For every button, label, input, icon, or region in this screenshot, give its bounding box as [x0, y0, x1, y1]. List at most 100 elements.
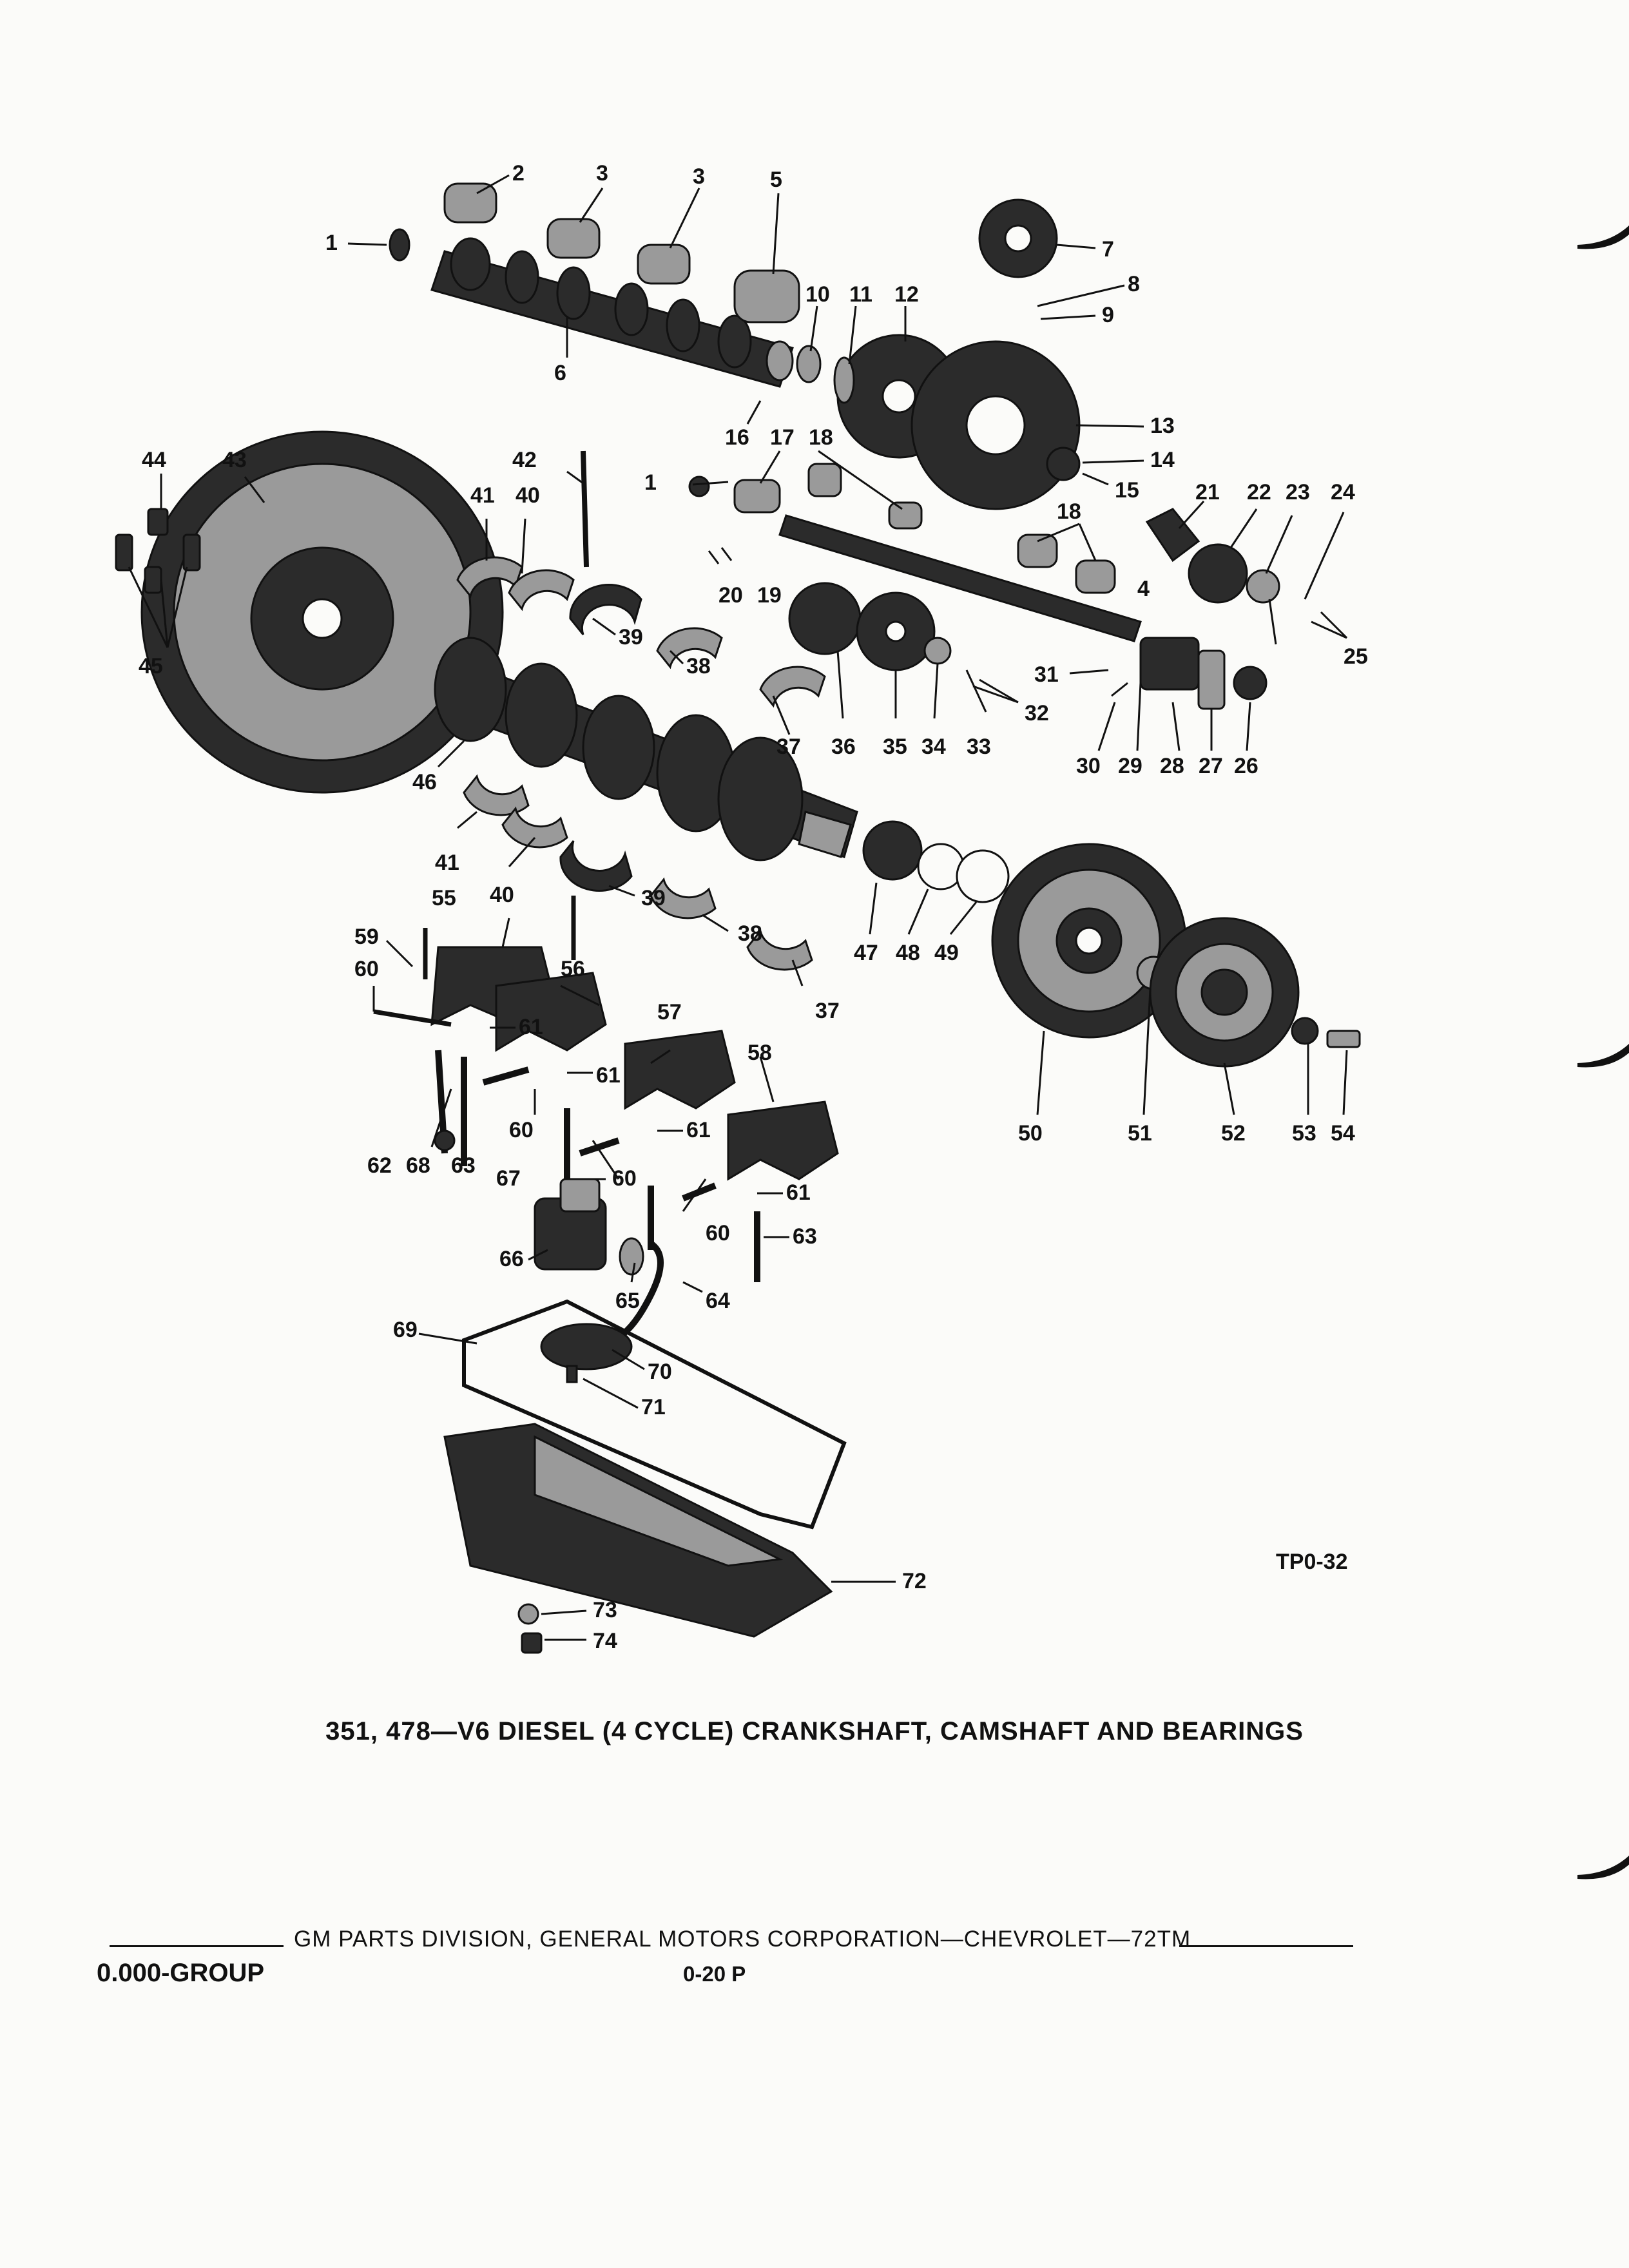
- callout-61: 61: [519, 1015, 543, 1039]
- callout-52: 52: [1221, 1121, 1246, 1146]
- callout-30: 30: [1076, 754, 1101, 778]
- group-label: 0.000-GROUP: [97, 1959, 265, 1987]
- callout-53: 53: [1292, 1121, 1316, 1146]
- callout-5: 5: [770, 168, 782, 192]
- callout-15: 15: [1115, 478, 1139, 503]
- callout-2: 2: [512, 161, 525, 186]
- callout-11: 11: [849, 282, 872, 307]
- figure-code: TP0-32: [1276, 1550, 1348, 1574]
- footer-rule-left: [110, 1945, 284, 1947]
- callout-4: 4: [1137, 577, 1150, 601]
- camshaft-illustration: [430, 237, 794, 388]
- callout-29: 29: [1118, 754, 1142, 778]
- callout-71: 71: [641, 1395, 666, 1419]
- callout-20: 20: [718, 583, 743, 608]
- footer-corporation: GM PARTS DIVISION, GENERAL MOTORS CORPOR…: [294, 1927, 1191, 1952]
- callout-21: 21: [1195, 480, 1220, 505]
- callout-72: 72: [902, 1569, 927, 1593]
- callout-60: 60: [706, 1221, 730, 1245]
- callout-64: 64: [706, 1289, 730, 1313]
- callout-51: 51: [1128, 1121, 1152, 1146]
- callout-37: 37: [776, 735, 801, 759]
- callout-55: 55: [432, 886, 456, 910]
- callout-65: 65: [615, 1289, 640, 1313]
- callout-35: 35: [883, 735, 907, 759]
- camshaft-bearings-illustration: [389, 182, 800, 323]
- idler-shaft-illustration: [688, 463, 1142, 642]
- callout-25: 25: [1344, 644, 1368, 669]
- callout-45: 45: [139, 654, 163, 678]
- callout-24: 24: [1331, 480, 1355, 505]
- callout-32: 32: [1025, 701, 1049, 726]
- callout-41: 41: [470, 483, 495, 508]
- callout-61: 61: [786, 1180, 811, 1205]
- callout-68: 68: [406, 1153, 430, 1178]
- callout-38: 38: [738, 921, 762, 946]
- callout-16: 16: [725, 425, 749, 450]
- callout-50: 50: [1018, 1121, 1043, 1146]
- callout-60: 60: [612, 1166, 637, 1191]
- callout-57: 57: [657, 1000, 682, 1024]
- callout-22: 22: [1247, 480, 1271, 505]
- callout-38: 38: [686, 654, 711, 678]
- callout-67: 67: [496, 1166, 521, 1191]
- callout-1: 1: [325, 231, 338, 255]
- callout-74: 74: [593, 1629, 617, 1653]
- callout-60: 60: [354, 957, 379, 981]
- callout-13: 13: [1150, 414, 1175, 438]
- callout-49: 49: [934, 941, 959, 965]
- callout-63: 63: [793, 1224, 817, 1249]
- binder-hole-mark-bottom: [1577, 1856, 1629, 1879]
- callout-3: 3: [693, 164, 705, 189]
- callout-labels: 1 2 3 3 5 6 7 8 9 10 11 12 13 14 15 16 1…: [139, 161, 1368, 1653]
- callout-61: 61: [686, 1118, 711, 1142]
- callout-40: 40: [516, 483, 540, 508]
- binder-hole-mark-top: [1577, 226, 1629, 249]
- footer-rule-right: [1179, 1945, 1353, 1947]
- callout-10: 10: [805, 282, 830, 307]
- flywheel-illustration: [115, 430, 504, 794]
- callout-27: 27: [1199, 754, 1223, 778]
- callout-41: 41: [435, 850, 459, 875]
- front-gears-illustration: [788, 508, 1280, 710]
- callout-18: 18: [1057, 499, 1081, 524]
- callout-39: 39: [641, 886, 666, 910]
- callout-34: 34: [921, 735, 946, 759]
- oil-pump-illustration: [534, 1178, 664, 1383]
- callout-1: 1: [644, 470, 657, 495]
- callout-61: 61: [596, 1063, 621, 1088]
- callout-62: 62: [367, 1153, 392, 1178]
- callout-36: 36: [831, 735, 856, 759]
- callout-37: 37: [815, 999, 840, 1023]
- callout-28: 28: [1160, 754, 1184, 778]
- callout-14: 14: [1150, 448, 1175, 472]
- callout-59: 59: [354, 925, 379, 949]
- callout-26: 26: [1234, 754, 1258, 778]
- callout-42: 42: [512, 448, 537, 472]
- callout-73: 73: [593, 1598, 617, 1622]
- callout-12: 12: [894, 282, 919, 307]
- upper-bearing-shells-illustration: [456, 450, 826, 708]
- callout-31: 31: [1034, 662, 1059, 687]
- callout-63: 63: [451, 1153, 476, 1178]
- callout-39: 39: [619, 625, 643, 649]
- pulleys-illustration: [991, 843, 1361, 1068]
- callout-7: 7: [1102, 237, 1114, 262]
- lower-bearing-shells-illustration: [463, 774, 813, 971]
- main-bearing-caps-illustration: [373, 896, 839, 1181]
- callout-48: 48: [896, 941, 920, 965]
- callout-54: 54: [1331, 1121, 1355, 1146]
- cam-gears-illustration: [796, 198, 1081, 510]
- callout-23: 23: [1286, 480, 1310, 505]
- callout-33: 33: [967, 735, 991, 759]
- callout-3: 3: [596, 161, 608, 186]
- binder-hole-mark-middle: [1577, 1044, 1629, 1068]
- callout-9: 9: [1102, 303, 1114, 327]
- callout-43: 43: [222, 448, 247, 472]
- callout-40: 40: [490, 883, 514, 907]
- callout-44: 44: [142, 448, 166, 472]
- cap-bolts-illustration: [434, 1050, 760, 1282]
- callout-69: 69: [393, 1318, 418, 1342]
- callout-19: 19: [757, 583, 782, 608]
